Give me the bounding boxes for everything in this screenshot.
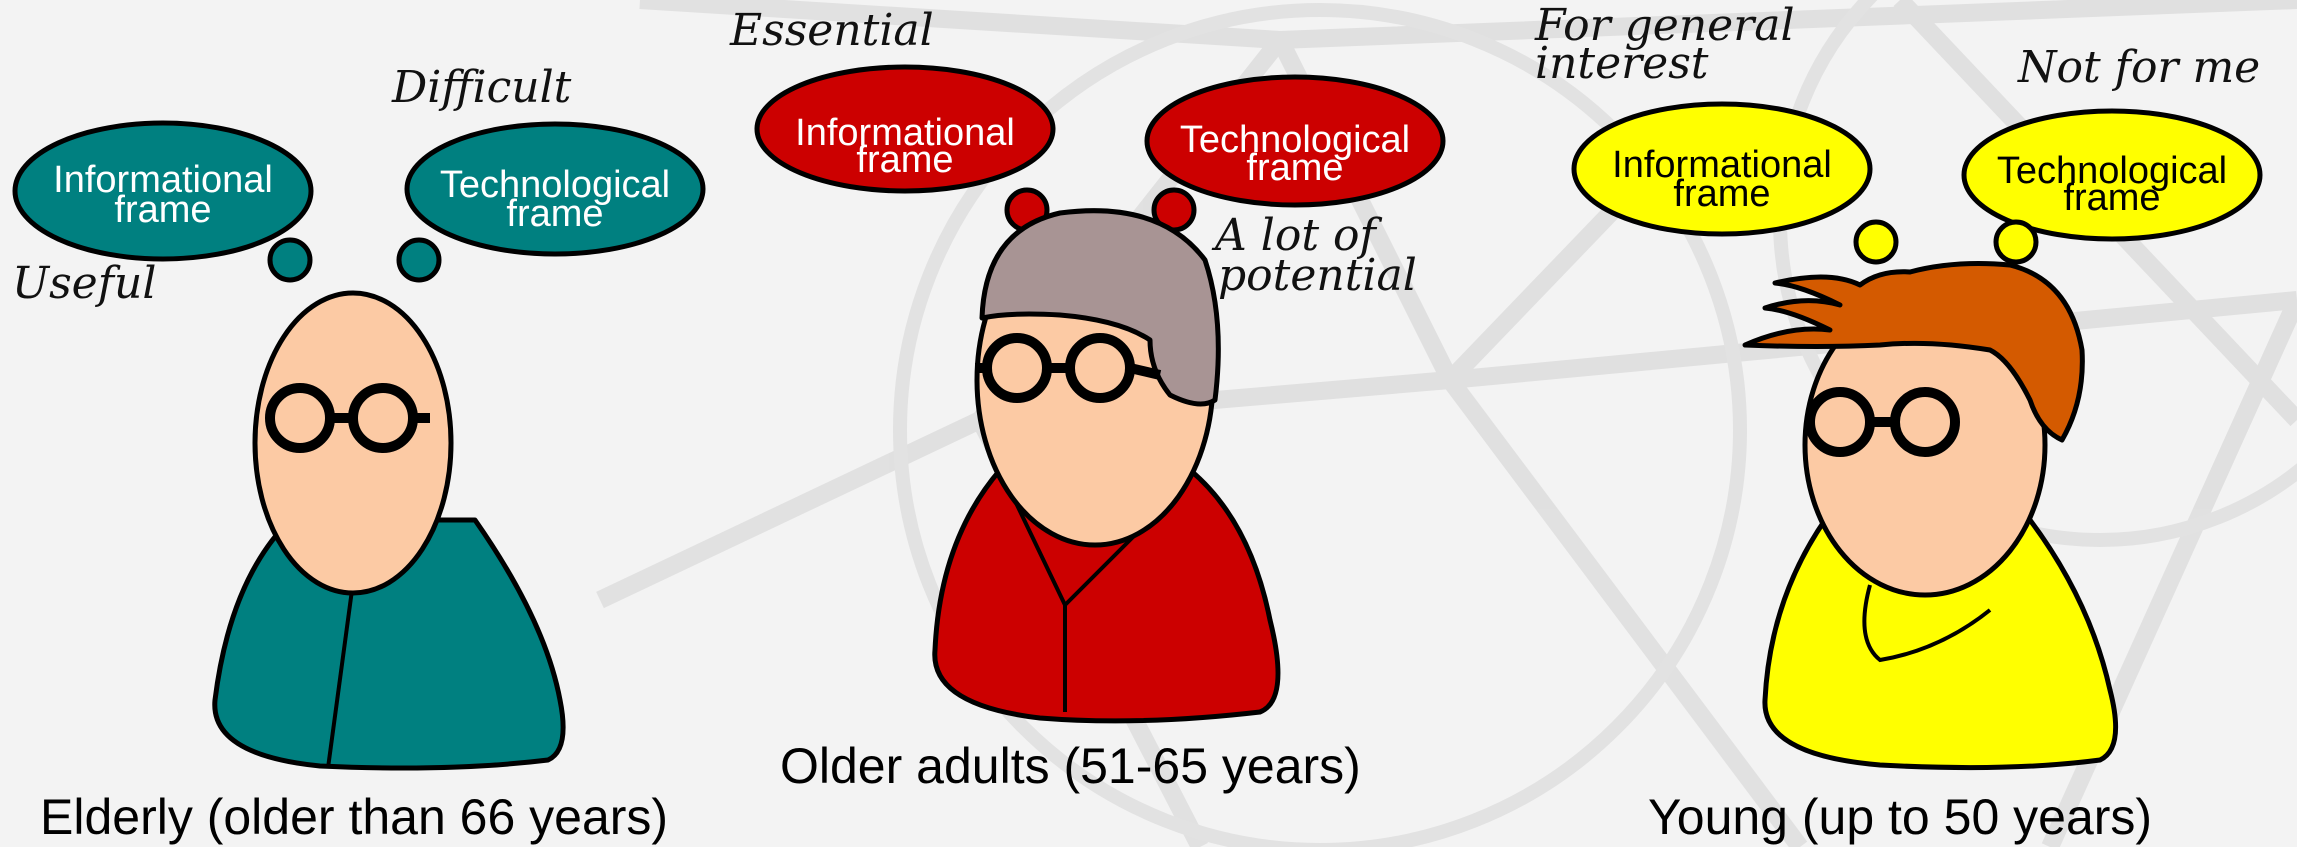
young-thought-dot-left bbox=[1853, 219, 1899, 265]
young-tech-bubble-line1: Technological bbox=[1997, 150, 2227, 192]
older-glasses-icon bbox=[975, 333, 1162, 403]
older-info-bubble-line2: frame bbox=[856, 139, 953, 181]
young-tech-bubble bbox=[1961, 108, 2263, 242]
elderly-info-bubble-line2: frame bbox=[114, 189, 211, 231]
elderly-caption: Elderly (older than 66 years) bbox=[40, 789, 668, 845]
young-glasses-icon bbox=[1805, 387, 1960, 457]
elderly-tech-bubble-line1: Technological bbox=[440, 164, 670, 206]
young-info-bubble-line2: frame bbox=[1673, 173, 1770, 215]
older-hair bbox=[979, 208, 1221, 407]
young-hair bbox=[1742, 261, 2085, 443]
older-tech-bubble-line1: Technological bbox=[1180, 119, 1410, 161]
elderly-thought-dot-left bbox=[267, 237, 313, 283]
young-note-info-line2: interest bbox=[1535, 38, 1709, 89]
older-note-tech-line1: A lot of bbox=[1211, 210, 1382, 261]
older-adults-group: Informational frame Technological frame … bbox=[729, 5, 1446, 794]
older-tech-bubble-line2: frame bbox=[1246, 147, 1343, 189]
elderly-body bbox=[212, 517, 566, 771]
elderly-thought-dot-right bbox=[396, 237, 442, 283]
young-note-info-line1: For general bbox=[1534, 0, 1795, 51]
elderly-info-bubble-line1: Informational bbox=[53, 159, 273, 201]
young-group: Informational frame Technological frame … bbox=[1534, 0, 2263, 845]
older-tech-bubble bbox=[1144, 74, 1446, 208]
older-body bbox=[932, 467, 1281, 724]
young-shirt-fold bbox=[1862, 584, 1992, 663]
elderly-note-info: Useful bbox=[12, 258, 156, 309]
elderly-info-bubble bbox=[12, 120, 314, 262]
young-tech-bubble-line2: frame bbox=[2063, 177, 2160, 219]
elderly-group: Informational frame Technological frame … bbox=[12, 62, 706, 845]
older-note-tech-line2: potential bbox=[1218, 250, 1417, 301]
young-body bbox=[1762, 517, 2119, 771]
older-caption: Older adults (51-65 years) bbox=[780, 738, 1361, 794]
elderly-head bbox=[252, 290, 454, 596]
young-note-tech: Not for me bbox=[2017, 42, 2260, 93]
elderly-tech-bubble bbox=[404, 121, 706, 257]
older-info-bubble bbox=[754, 64, 1056, 194]
young-info-bubble bbox=[1571, 101, 1873, 237]
young-thought-dot-right bbox=[1993, 219, 2039, 265]
young-info-bubble-line1: Informational bbox=[1612, 144, 1832, 186]
elderly-glasses-icon bbox=[265, 383, 430, 453]
older-info-bubble-line1: Informational bbox=[795, 112, 1015, 154]
elderly-tech-bubble-line2: frame bbox=[506, 193, 603, 235]
elderly-note-tech: Difficult bbox=[391, 62, 572, 113]
older-body-collar-right bbox=[1063, 528, 1142, 607]
elderly-body-seam bbox=[326, 589, 354, 769]
older-note-info: Essential bbox=[729, 5, 934, 56]
young-caption: Young (up to 50 years) bbox=[1648, 789, 2152, 845]
